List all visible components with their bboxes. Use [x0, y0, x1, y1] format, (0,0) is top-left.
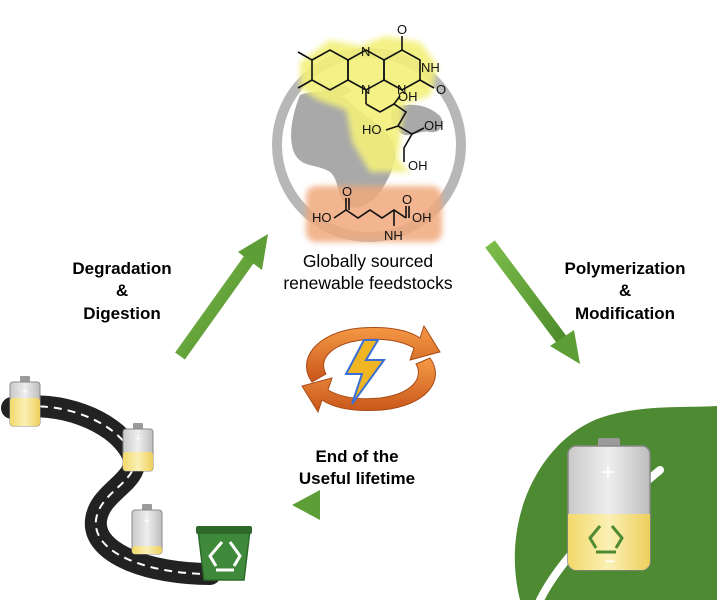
end-of-life-label: End of the Useful lifetime [282, 446, 432, 491]
flavin-oh3-label: OH [424, 118, 444, 133]
arrow-degradation-icon [175, 234, 268, 360]
polymerization-label-line3: Modification [574, 303, 676, 323]
degradation-label: Degradation & Digestion [52, 258, 192, 325]
arrow-polymerization-icon [485, 240, 580, 364]
road-battery-half-icon: + [122, 423, 154, 472]
flavin-nh-label: NH [421, 60, 440, 75]
feedstocks-label: Globally sourced renewable feedstocks [282, 251, 454, 295]
polymerization-label: Polymerization & Modification [550, 258, 700, 325]
flavin-n1-label: N [361, 44, 370, 59]
flavin-oh4-label: OH [408, 158, 428, 173]
cycle-arrows-icon [301, 324, 441, 414]
recycle-leaf-icon [588, 525, 624, 554]
glutamate-o1-label: O [342, 184, 352, 199]
riboflavin-molecule: N O NH N O N OH HO OH OH [297, 22, 446, 173]
battery-plus-sign: + [144, 515, 150, 527]
glutamate-nh2-label: NH [384, 228, 403, 243]
glutamate-molecule: HO O O OH NH [306, 184, 442, 243]
flavin-oh1-label: OH [398, 89, 418, 104]
end-of-life-label-line2: Useful lifetime [298, 469, 416, 489]
glutamate-oh-label: OH [412, 210, 432, 225]
flavin-n3-label: N [361, 82, 370, 97]
battery-plus-sign: + [601, 459, 615, 486]
degradation-label-ampersand: & [115, 281, 129, 301]
road-icon [1, 395, 221, 585]
leaf-battery-icon: + − [567, 438, 651, 573]
flavin-o2-label: O [436, 82, 446, 97]
lightning-icon [344, 339, 386, 405]
glutamate-ho-label: HO [312, 210, 332, 225]
road-battery-full-icon: + [9, 376, 41, 427]
flavin-n2-label: N [397, 82, 406, 97]
polymerization-label-line1: Polymerization [564, 259, 686, 278]
degradation-label-line1: Degradation [72, 259, 172, 278]
road-battery-empty-icon: + [131, 504, 163, 555]
flavin-oh2-label: HO [362, 122, 382, 137]
battery-minus-sign: − [604, 551, 616, 573]
battery-plus-sign: + [135, 433, 141, 445]
recycle-bin-icon [196, 526, 252, 581]
glutamate-o2-label: O [402, 192, 412, 207]
polymerization-label-ampersand: & [618, 281, 632, 301]
end-of-life-label-line1: End of the [315, 447, 399, 466]
battery-plus-sign: + [22, 386, 28, 398]
flavin-o1-label: O [397, 22, 407, 37]
feedstocks-label-line2: renewable feedstocks [283, 272, 453, 293]
degradation-label-line3: Digestion [83, 303, 161, 323]
feedstocks-label-line1: Globally sourced [302, 251, 434, 271]
arrow-end-of-life-icon [292, 490, 440, 520]
